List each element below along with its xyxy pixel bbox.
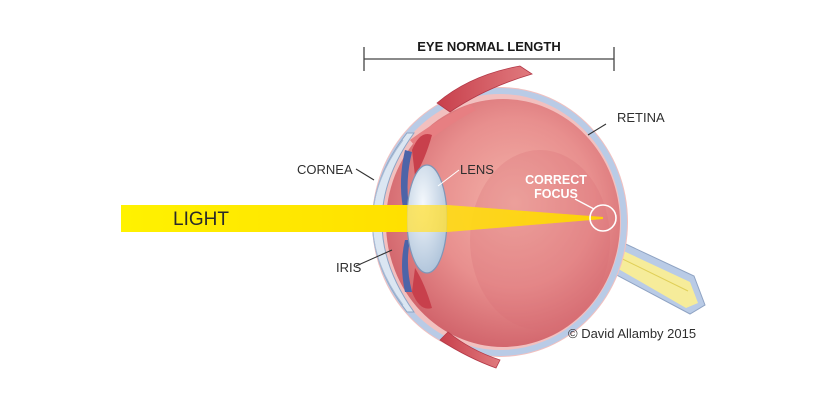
retina-callout: RETINA <box>587 110 665 136</box>
iris-callout: IRIS <box>336 249 393 275</box>
cornea-callout: CORNEA <box>297 162 375 181</box>
eye-length-bracket: EYE NORMAL LENGTH <box>363 37 615 71</box>
light-beam: LIGHT <box>121 205 603 232</box>
iris <box>400 134 432 309</box>
focus-label-line2: FOCUS <box>534 187 578 201</box>
retina-label: RETINA <box>617 110 665 125</box>
cornea-label: CORNEA <box>297 162 353 177</box>
iris-label: IRIS <box>336 260 362 275</box>
eye-length-label: EYE NORMAL LENGTH <box>417 39 561 54</box>
lens-label: LENS <box>460 162 494 177</box>
eye-muscle-bottom <box>439 331 501 369</box>
focus-label-line1: CORRECT <box>525 173 587 187</box>
lens-callout: LENS <box>437 162 494 187</box>
focus-point: CORRECT FOCUS <box>525 173 617 232</box>
light-label: LIGHT <box>173 209 229 230</box>
copyright-credit: © David Allamby 2015 <box>568 326 696 341</box>
